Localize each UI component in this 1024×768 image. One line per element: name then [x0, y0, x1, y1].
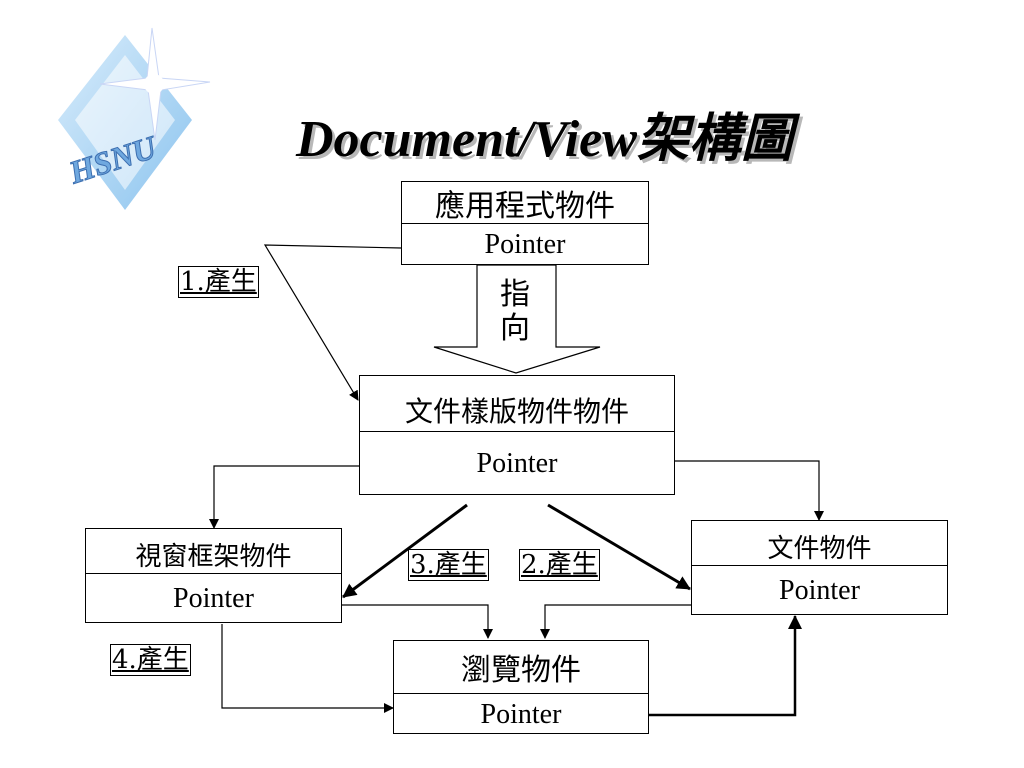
edge-view-document [649, 615, 802, 717]
node-frame-window-pointer: Pointer [173, 583, 254, 614]
edge-label-create-2: 2.產生 [519, 549, 600, 581]
points-to-label: 指 向 [495, 278, 535, 346]
edge-label-create-4: 4.產生 [110, 644, 191, 676]
node-document: 文件物件 Pointer [691, 520, 948, 615]
edge-frame-view [341, 604, 493, 639]
node-view-pointer: Pointer [480, 698, 562, 730]
node-frame-window: 視窗框架物件 Pointer [85, 528, 342, 623]
node-view-name: 瀏覽物件 [394, 641, 648, 694]
edge-create-document [547, 503, 691, 591]
edge-document-view [540, 604, 691, 639]
edge-app-template [263, 244, 402, 401]
node-document-pointer: Pointer [779, 575, 860, 606]
page-title: Document/View架構圖 [296, 111, 793, 168]
edge-label-create-3: 3.產生 [408, 549, 489, 581]
node-view: 瀏覽物件 Pointer [393, 640, 649, 734]
edge-create-frame [342, 503, 468, 599]
edge-frame-create-view [221, 624, 394, 713]
hsnu-logo-icon: HSNU [58, 27, 211, 210]
points-to-char: 向 [500, 311, 530, 346]
points-to-arrow [433, 264, 601, 374]
node-document-template-name: 文件樣版物件物件 [360, 388, 674, 432]
edge-label-create-1: 1.產生 [178, 266, 259, 298]
node-application-name: 應用程式物件 [402, 182, 648, 224]
node-document-name: 文件物件 [692, 521, 947, 566]
node-application-pointer: Pointer [484, 229, 566, 260]
node-document-template: 文件樣版物件物件 Pointer [359, 375, 675, 495]
node-application: 應用程式物件 Pointer [401, 181, 649, 265]
points-to-char: 指 [500, 277, 530, 312]
node-document-template-pointer: Pointer [476, 448, 558, 479]
node-frame-window-name: 視窗框架物件 [86, 529, 341, 574]
edge-template-frame [209, 465, 359, 529]
edge-template-document [674, 460, 824, 521]
